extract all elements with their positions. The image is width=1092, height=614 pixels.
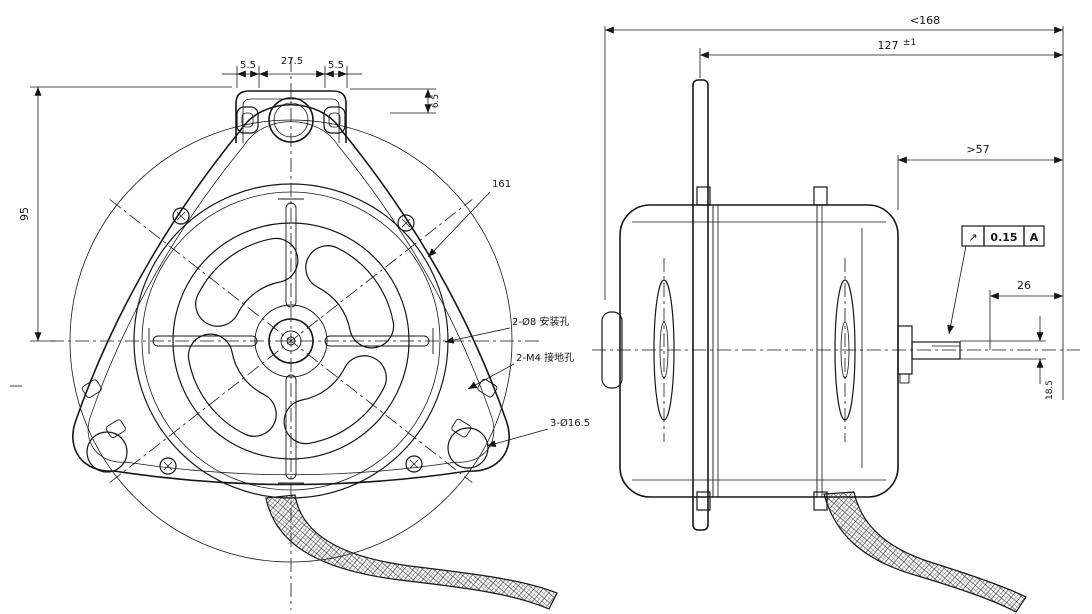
dim-body-length-label: 127 [878,39,899,52]
dim-body-length-group: 127 ±1 [700,38,1063,59]
side-centerlines [592,258,1080,442]
dim-top-group: 5.5 27.5 5.5 [222,56,362,88]
ear-slot-left [236,106,259,134]
housing-outer-circle [69,119,513,563]
leader-ground-holes: 2-M4 接地孔 [467,351,574,390]
mounting-ear [235,90,347,143]
rear-bearing-hub [601,311,623,389]
leader-mount-holes-label: 2-Ø8 安装孔 [512,315,569,328]
rotor-kidney-slots [187,237,395,445]
dim-shaft-dia-group: 18.5 [960,316,1055,400]
dim-shaft-ext-label: 26 [1017,279,1031,292]
tolerance-value-label: 0.15 [990,231,1017,244]
leader-large-holes: 3-Ø16.5 [486,417,590,448]
leader-ground-holes-label: 2-M4 接地孔 [516,351,574,364]
runout-symbol-icon: ↗ [968,231,977,244]
ear-center-hole [268,97,314,143]
dim-overall-length-group: <168 [605,14,1063,34]
dim-shaft-dia-label: 18.5 [1045,380,1055,400]
dim-shaft-ext-group: 26 [990,279,1063,300]
dim-body-length-tol-label: ±1 [903,38,916,48]
tolerance-datum-label: A [1030,231,1039,244]
shaft-set-screw [899,373,910,384]
motor-body [601,204,899,498]
leader-outer-diameter-label: 161 [492,179,511,190]
tie-rod-nuts [696,186,828,511]
front-view: 5.5 27.5 5.5 6.5 95 161 2-Ø8 安装孔 [10,56,590,610]
leader-outer-diameter: 161 [427,179,511,258]
side-view: <168 127 ±1 >57 26 18.5 [592,14,1080,613]
rotor-cross-slots [148,198,434,484]
dim-height-label: 95 [18,207,31,221]
dim-min-lead-label: >57 [966,143,989,156]
leader-large-holes-label: 3-Ø16.5 [550,417,590,429]
corner-terminal-squares [81,378,498,439]
dim-ear-drop-label: 6.5 [431,94,441,108]
tolerance-frame: ↗ 0.15 A [947,225,1045,335]
dim-top-center-label: 27.5 [281,56,303,67]
dim-min-lead-group: >57 [898,143,1063,164]
corner-hole-left [86,431,128,473]
plate-screw-holes [159,207,423,475]
front-centerlines [10,58,542,610]
dim-top-right-label: 5.5 [328,60,344,71]
power-cable-side [823,491,1027,613]
shaft-hub [254,304,328,378]
vent-slots [653,279,856,421]
mounting-flange-plate [692,79,709,531]
dim-top-left-label: 5.5 [240,60,256,71]
ear-slot-right [323,106,346,134]
dim-overall-length-label: <168 [910,14,940,27]
dim-ear-drop-group: 6.5 [350,88,441,114]
stator-circles [133,183,449,499]
corner-hole-right [447,427,489,469]
shaft [897,325,961,384]
power-cable-front [265,494,558,610]
leader-mount-holes: 2-Ø8 安装孔 [444,315,569,344]
end-bell-plate [72,103,510,486]
dim-height-group: 95 [18,86,232,342]
